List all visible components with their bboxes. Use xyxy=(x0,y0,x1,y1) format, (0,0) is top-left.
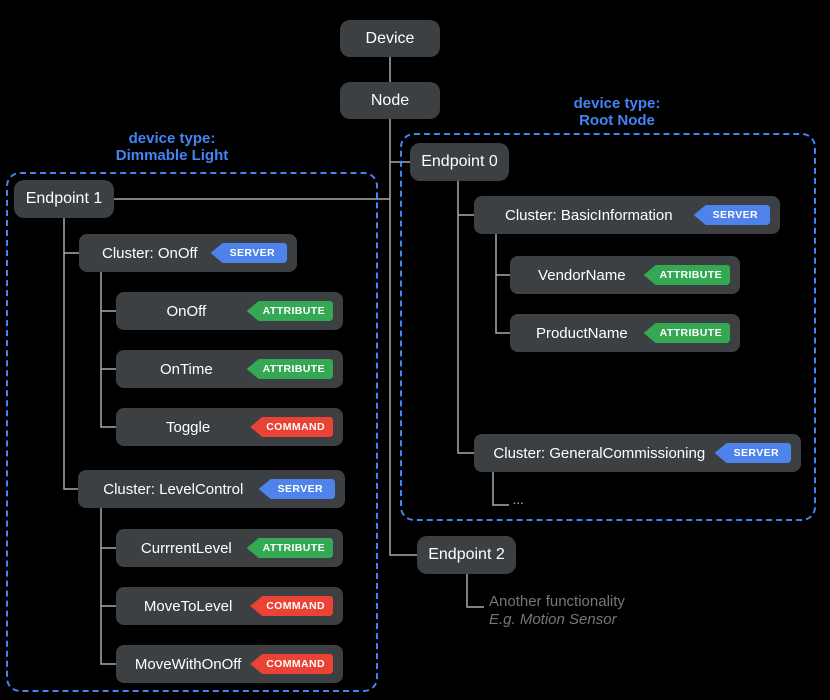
cluster-basicinformation-box: Cluster: BasicInformation SERVER xyxy=(474,196,780,234)
movetolevel-command-label: MoveToLevel xyxy=(143,597,233,615)
connector-clusteronoff-toggle xyxy=(100,272,116,428)
ontime-attribute-box: OnTime ATTRIBUTE xyxy=(116,350,343,388)
connector-endpoint2-note xyxy=(466,574,484,608)
cluster-levelcontrol-box: Cluster: LevelControl SERVER xyxy=(78,470,345,508)
server-badge: SERVER xyxy=(258,479,335,499)
root-node-caption-line1: device type: xyxy=(573,95,661,112)
dimmable-light-caption: device type: Dimmable Light xyxy=(52,130,292,164)
cluster-onoff-box: Cluster: OnOff SERVER xyxy=(79,234,297,272)
cluster-levelcontrol-label: Cluster: LevelControl xyxy=(103,480,244,498)
endpoint-0-box: Endpoint 0 xyxy=(410,143,509,181)
endpoint-2-box: Endpoint 2 xyxy=(417,536,516,574)
endpoint-1-box: Endpoint 1 xyxy=(14,180,114,218)
endpoint-2-note-line2: E.g. Motion Sensor xyxy=(489,611,617,628)
endpoint-2-note: Another functionality E.g. Motion Sensor xyxy=(489,593,689,629)
currrentlevel-attribute-box: CurrrentLevel ATTRIBUTE xyxy=(116,529,343,567)
server-badge: SERVER xyxy=(714,443,791,463)
command-badge: COMMAND xyxy=(250,654,333,674)
command-badge: COMMAND xyxy=(250,596,333,616)
attribute-badge: ATTRIBUTE xyxy=(643,323,730,343)
dimmable-light-caption-line2: Dimmable Light xyxy=(115,147,229,164)
toggle-command-label: Toggle xyxy=(166,418,211,436)
onoff-attribute-label: OnOff xyxy=(166,302,207,320)
cluster-onoff-label: Cluster: OnOff xyxy=(102,244,198,262)
connector-basicinformation-productname xyxy=(495,234,510,334)
productname-attribute-box: ProductName ATTRIBUTE xyxy=(510,314,740,352)
toggle-command-box: Toggle COMMAND xyxy=(116,408,343,446)
root-node-group-outline xyxy=(400,133,816,521)
server-badge: SERVER xyxy=(210,243,287,263)
cluster-generalcommissioning-box: Cluster: GeneralCommissioning SERVER xyxy=(474,434,801,472)
device-box: Device xyxy=(340,20,440,57)
connector-trunk-endpoint2 xyxy=(389,119,417,556)
device-label: Device xyxy=(365,29,415,47)
attribute-badge: ATTRIBUTE xyxy=(643,265,730,285)
connector-levelcontrol-movewithonoff xyxy=(100,508,116,665)
root-node-caption: device type: Root Node xyxy=(497,95,737,129)
connector-endpoint0-generalcommissioning xyxy=(457,181,474,454)
attribute-badge: ATTRIBUTE xyxy=(246,359,333,379)
onoff-attribute-box: OnOff ATTRIBUTE xyxy=(116,292,343,330)
command-badge: COMMAND xyxy=(250,417,333,437)
movetolevel-command-box: MoveToLevel COMMAND xyxy=(116,587,343,625)
dimmable-light-group-outline xyxy=(6,172,378,692)
attribute-badge: ATTRIBUTE xyxy=(246,538,333,558)
node-label: Node xyxy=(370,91,410,109)
productname-attribute-label: ProductName xyxy=(535,324,628,342)
attribute-badge: ATTRIBUTE xyxy=(246,301,333,321)
dimmable-light-caption-line1: device type: xyxy=(128,130,216,147)
server-badge: SERVER xyxy=(693,205,770,225)
cluster-basicinformation-label: Cluster: BasicInformation xyxy=(505,206,673,224)
connector-generalcommissioning-ellipsis xyxy=(492,472,509,506)
endpoint-2-label: Endpoint 2 xyxy=(428,546,505,563)
connector-endpoint1-levelcontrol xyxy=(63,218,78,490)
node-box: Node xyxy=(340,82,440,119)
more-clusters-ellipsis: ... xyxy=(513,496,525,507)
root-node-caption-line2: Root Node xyxy=(579,112,655,129)
ontime-attribute-label: OnTime xyxy=(159,360,213,378)
cluster-generalcommissioning-label: Cluster: GeneralCommissioning xyxy=(493,444,706,462)
endpoint-2-note-line1: Another functionality xyxy=(489,593,625,610)
endpoint-0-label: Endpoint 0 xyxy=(421,153,498,170)
vendorname-attribute-label: VendorName xyxy=(538,266,626,284)
endpoint-1-label: Endpoint 1 xyxy=(25,190,103,207)
currrentlevel-attribute-label: CurrrentLevel xyxy=(140,539,232,557)
movewithonoff-command-label: MoveWithOnOff xyxy=(134,655,242,673)
movewithonoff-command-box: MoveWithOnOff COMMAND xyxy=(116,645,343,683)
vendorname-attribute-box: VendorName ATTRIBUTE xyxy=(510,256,740,294)
